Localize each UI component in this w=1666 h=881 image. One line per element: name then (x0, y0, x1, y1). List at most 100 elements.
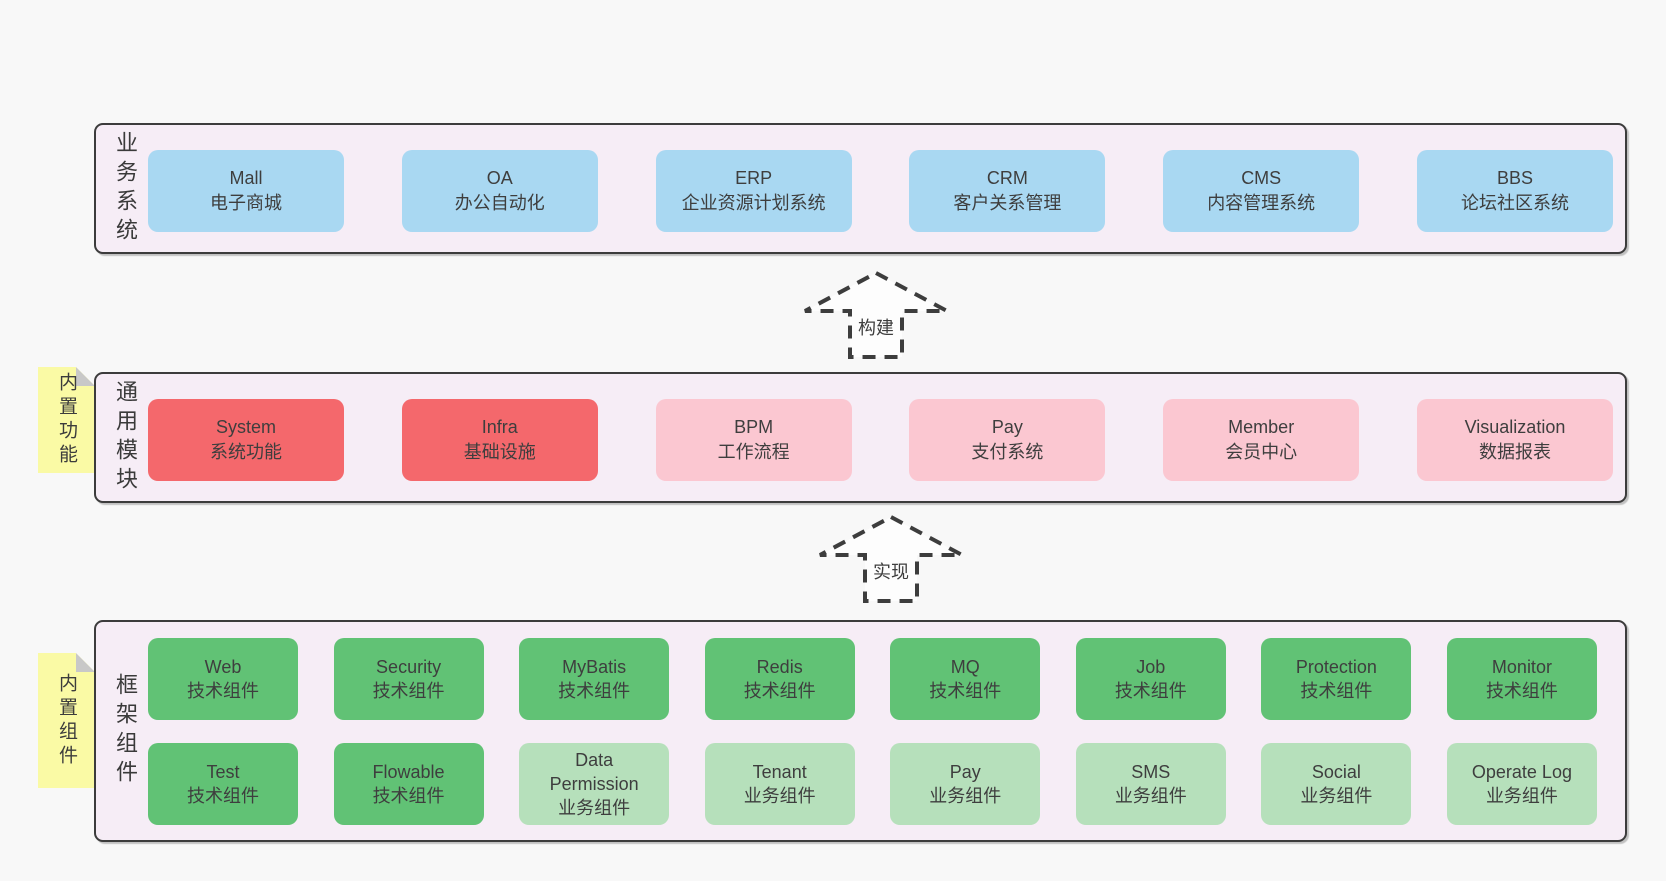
node-title: Pay (949, 762, 981, 782)
node-infra: Infra 基础设施 (401, 399, 598, 481)
sticky-note-builtin-components: 内置组件 (38, 653, 95, 788)
node-title: CMS (1241, 168, 1282, 188)
node-mall: Mall 电子商城 (148, 150, 344, 232)
layer-label-business-systems: 业务系统 (113, 130, 138, 247)
node-pay: Pay 支付系统 (909, 399, 1106, 481)
business-systems-row: Mall 电子商城 OA 办公自动化 ERP 企业资源计划系统 CRM 客户关系管理 CMS 内容… (148, 150, 1613, 232)
node-monitor: Monitor 技术组件 (1446, 638, 1597, 720)
node-crm: CRM 客户关系管理 (909, 150, 1106, 232)
node-subtitle: 技术组件 (187, 681, 259, 701)
build-arrow: 构建 (801, 270, 951, 360)
node-title: MQ (950, 657, 980, 677)
node-test: Test 技术组件 (148, 743, 298, 825)
layer-label-framework-components: 框架组件 (113, 673, 138, 789)
node-subtitle: 业务组件 (1114, 786, 1187, 806)
node-web: Web 技术组件 (148, 638, 298, 720)
implement-arrow-label: 实现 (816, 558, 966, 584)
common-modules-panel: 通用模块 System 系统功能 Infra 基础设施 BPM 工作流程 Pay 支付系统 Me… (94, 372, 1627, 503)
node-title: OA (486, 168, 513, 188)
node-subtitle: 业务组件 (929, 786, 1002, 806)
node-title: Monitor (1491, 657, 1552, 677)
node-title: BBS (1496, 168, 1533, 188)
node-subtitle: 技术组件 (187, 786, 259, 806)
node-sms: SMS 业务组件 (1075, 743, 1226, 825)
node-title: Operate Log (1471, 762, 1572, 782)
sticky-note-builtin-features: 内置功能 (38, 367, 95, 473)
node-title: Job (1136, 657, 1166, 677)
node-title: ERP (735, 168, 773, 188)
node-erp: ERP 企业资源计划系统 (655, 150, 852, 232)
node-title: SMS (1131, 762, 1171, 782)
node-cms: CMS 内容管理系统 (1163, 150, 1360, 232)
node-subtitle: 基础设施 (463, 442, 536, 462)
node-title: Visualization (1464, 417, 1566, 437)
node-subtitle: 技术组件 (929, 681, 1002, 701)
node-subtitle: 企业资源计划系统 (681, 193, 826, 213)
node-subtitle: 业务组件 (743, 786, 816, 806)
node-subtitle: 技术组件 (372, 786, 445, 806)
node-subtitle: 技术组件 (558, 681, 631, 701)
dashed-up-arrow-icon (819, 514, 963, 603)
implement-arrow: 实现 (816, 514, 966, 604)
node-title: Flowable (372, 762, 445, 782)
node-subtitle: 业务组件 (1300, 786, 1373, 806)
node-subtitle: 办公自动化 (454, 193, 545, 213)
common-modules-row: System 系统功能 Infra 基础设施 BPM 工作流程 Pay 支付系统 Member 会… (148, 399, 1613, 481)
node-title: Infra (481, 417, 518, 437)
node-title: Social (1311, 762, 1361, 782)
node-system: System 系统功能 (148, 399, 344, 481)
node-pay: Pay 业务组件 (890, 743, 1041, 825)
node-title: Test (206, 762, 240, 782)
node-title: Security (376, 657, 442, 677)
sticky-note-label: 内置组件 (56, 672, 77, 769)
node-job: Job 技术组件 (1075, 638, 1226, 720)
node-title: Protection (1295, 657, 1377, 677)
node-subtitle: 技术组件 (743, 681, 816, 701)
node-title: Pay (991, 417, 1023, 437)
node-social: Social 业务组件 (1261, 743, 1412, 825)
node-title: BPM (734, 417, 774, 437)
node-mq: MQ 技术组件 (890, 638, 1041, 720)
node-title: Tenant (752, 762, 807, 782)
node-subtitle: 技术组件 (1485, 681, 1558, 701)
node-subtitle: 支付系统 (971, 442, 1044, 462)
node-redis: Redis 技术组件 (704, 638, 855, 720)
node-oa: OA 办公自动化 (401, 150, 598, 232)
node-protection: Protection 技术组件 (1261, 638, 1412, 720)
node-bbs: BBS 论坛社区系统 (1416, 150, 1613, 232)
node-subtitle: 会员中心 (1225, 442, 1298, 462)
node-subtitle: 客户关系管理 (953, 193, 1062, 213)
build-arrow-label: 构建 (801, 314, 951, 340)
node-subtitle: 工作流程 (717, 442, 790, 462)
node-subtitle: 技术组件 (1300, 681, 1373, 701)
node-subtitle: 电子商城 (210, 193, 282, 213)
node-subtitle: 技术组件 (1114, 681, 1187, 701)
node-mybatis: MyBatis 技术组件 (519, 638, 670, 720)
node-title: Mall (229, 168, 263, 188)
node-title: Web (204, 657, 242, 677)
dashed-up-arrow-icon (804, 270, 948, 359)
sticky-note-label: 内置功能 (56, 372, 77, 468)
node-title: Data Permission (549, 750, 639, 794)
node-subtitle: 数据报表 (1478, 442, 1551, 462)
node-title: CRM (986, 168, 1028, 188)
node-flowable: Flowable 技术组件 (333, 743, 484, 825)
node-title: Member (1228, 417, 1295, 437)
node-subtitle: 内容管理系统 (1207, 193, 1316, 213)
node-tenant: Tenant 业务组件 (704, 743, 855, 825)
node-title: MyBatis (562, 657, 627, 677)
node-title: Redis (756, 657, 803, 677)
node-subtitle: 论坛社区系统 (1460, 193, 1569, 213)
node-bpm: BPM 工作流程 (655, 399, 852, 481)
node-subtitle: 系统功能 (210, 442, 282, 462)
business-systems-panel: 业务系统 Mall 电子商城 OA 办公自动化 ERP 企业资源计划系统 CRM 客户关系管理… (94, 123, 1627, 254)
layer-label-common-modules: 通用模块 (113, 379, 138, 496)
node-title: System (215, 417, 276, 437)
